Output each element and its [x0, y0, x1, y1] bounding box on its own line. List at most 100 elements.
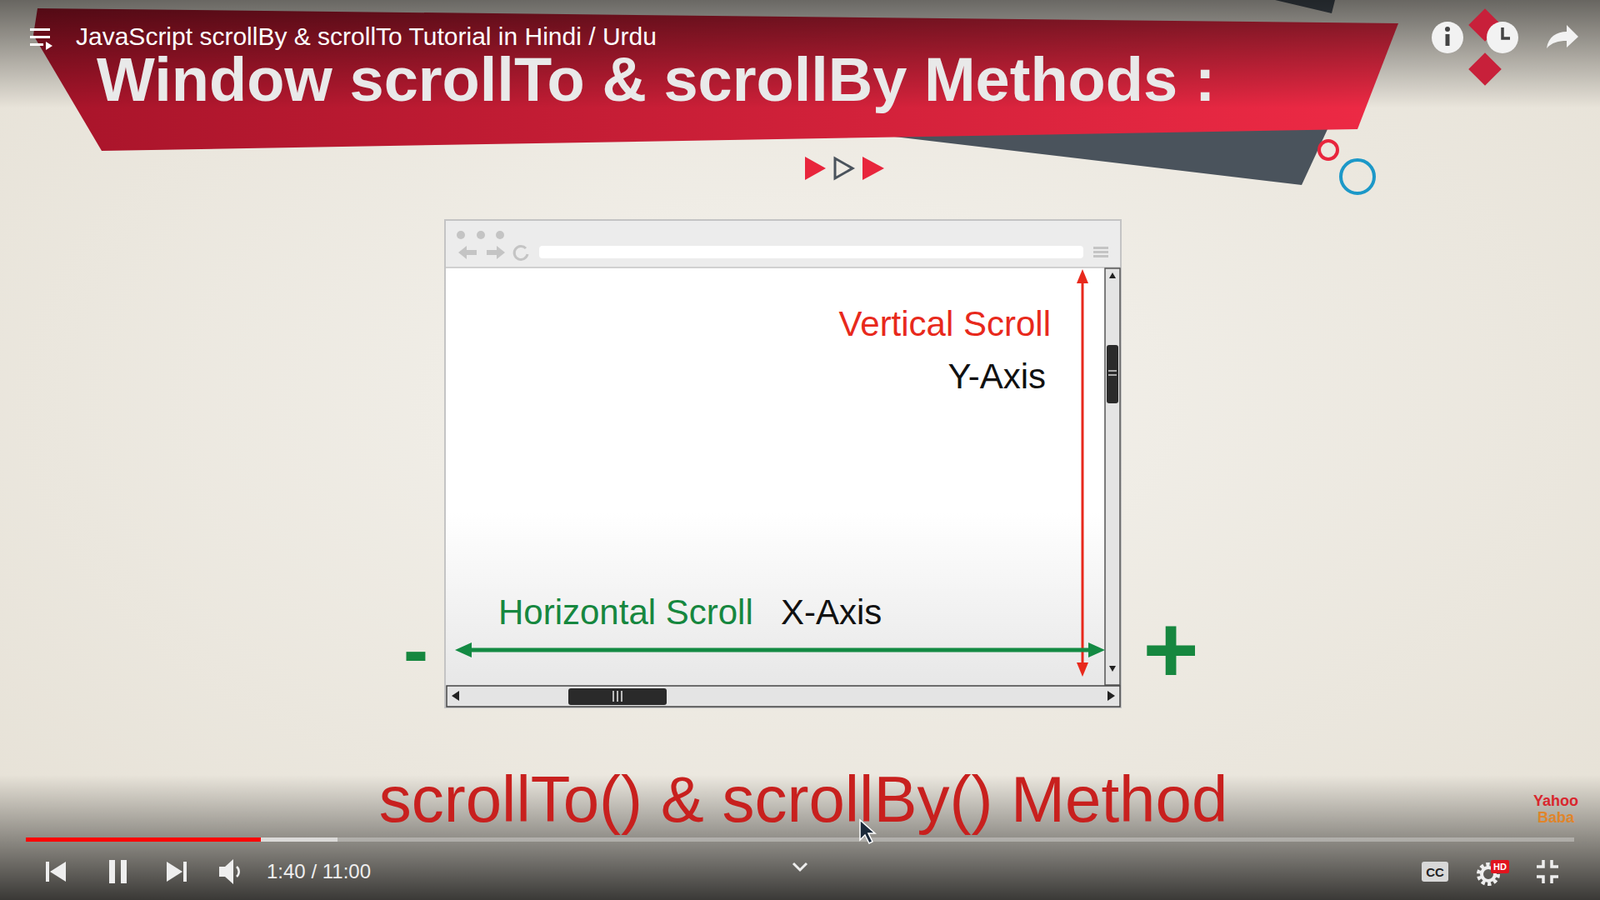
plus-sign: +	[1142, 601, 1199, 698]
exit-fullscreen-icon	[1536, 860, 1559, 884]
video-title-holder: JavaScript scrollBy & scrollTo Tutorial …	[75, 24, 657, 50]
arrow-triangle	[862, 156, 885, 180]
watermark-holder: Yahoo	[1533, 793, 1579, 809]
deco-circle	[1319, 140, 1338, 160]
icon-line	[30, 35, 50, 39]
icon-bar	[183, 861, 187, 882]
axis-label: Horizontal Scroll	[498, 595, 754, 630]
menu-line	[1093, 255, 1109, 258]
window-dot	[495, 230, 505, 240]
browser-frame	[445, 220, 1121, 708]
hd-label: HD	[1493, 862, 1507, 872]
axis-line	[466, 648, 1094, 653]
playlist-icon	[30, 28, 53, 50]
minus-sign-holder: -	[403, 612, 429, 688]
arrow-triangle	[805, 156, 826, 180]
corner	[1536, 860, 1544, 867]
diamond	[1468, 52, 1502, 86]
axis-label-holder: Vertical Scroll	[839, 306, 1051, 342]
axis-label: Vertical Scroll	[839, 306, 1051, 342]
time-display-holder: 1:40 / 11:00	[266, 861, 371, 882]
deco-circle	[1340, 160, 1375, 194]
corner	[1551, 876, 1559, 884]
play-arrows	[805, 156, 885, 180]
info-icon	[1431, 21, 1464, 54]
corner	[1536, 876, 1544, 884]
clock-hands	[1502, 27, 1510, 39]
hd-label-holder: HD	[1493, 862, 1507, 872]
menu-line	[1093, 250, 1109, 254]
scroll-up-arrow	[1109, 272, 1116, 279]
window-dot	[456, 230, 465, 240]
slide-title: Window scrollTo & scrollBy Methods :	[96, 49, 1215, 111]
settings-icon	[1479, 860, 1510, 884]
thumb-grip	[1108, 374, 1117, 376]
watermark: Yahoo	[1533, 793, 1579, 809]
watermark-holder: Baba	[1537, 810, 1575, 825]
progress-track	[25, 837, 1575, 842]
cc-label-holder: CC	[1425, 865, 1445, 879]
browser-toolbar	[445, 220, 1120, 268]
icon-triangle	[45, 41, 53, 50]
share-icon	[1546, 25, 1579, 49]
next-button	[166, 861, 187, 882]
plus-sign-holder: +	[1142, 601, 1199, 698]
icon-stem	[1445, 34, 1450, 46]
scroll-left-arrow	[451, 690, 460, 701]
icon-triangle	[166, 861, 183, 882]
axis-name: X-Axis	[780, 595, 882, 630]
thumb-grip	[620, 690, 623, 702]
arrow-head	[455, 642, 472, 658]
cc-label: CC	[1425, 865, 1445, 879]
previous-button	[45, 861, 66, 882]
horizontal-axis-arrow	[455, 642, 1105, 658]
browser-window	[445, 220, 1121, 708]
progress-buffer	[25, 837, 338, 842]
icon-circle	[1431, 21, 1464, 54]
horizontal-scrollbar	[446, 685, 1120, 707]
slide-caption-holder: scrollTo() & scrollBy() Method	[379, 766, 1229, 832]
vertical-axis-arrow	[1076, 269, 1089, 677]
icon-circle	[1486, 21, 1519, 54]
pause-button	[109, 860, 127, 884]
minus-sign: -	[403, 612, 429, 688]
arrow-head	[1088, 642, 1105, 658]
arrow-head	[1076, 269, 1089, 284]
icon-line	[30, 43, 44, 46]
chevron-icon	[793, 863, 807, 870]
thumb-grip	[612, 690, 615, 702]
scroll-right-arrow	[1107, 690, 1115, 701]
time-display: 1:40 / 11:00	[266, 861, 371, 882]
menu-line	[1093, 246, 1109, 250]
vertical-scrollbar	[1105, 268, 1120, 685]
volume-icon	[219, 859, 234, 885]
icon-bar	[45, 861, 50, 882]
axis-line	[1081, 280, 1085, 666]
toolbar-rule	[445, 266, 1120, 269]
forward-arrow	[486, 245, 505, 260]
reload-icon	[514, 245, 528, 260]
icon-dot	[1445, 26, 1450, 32]
address-bar	[539, 245, 1084, 259]
corner	[1551, 860, 1559, 867]
watermark: Baba	[1537, 810, 1575, 825]
clock-icon	[1486, 21, 1519, 54]
axis-name: Y-Axis	[948, 359, 1047, 395]
vertical-thumb	[1106, 345, 1119, 404]
back-arrow	[458, 245, 477, 260]
cc-icon	[1421, 861, 1449, 882]
hd-badge	[1490, 860, 1510, 874]
icon-line	[30, 28, 50, 31]
arrow-triangle	[835, 158, 853, 179]
icon-bar	[109, 860, 115, 884]
axis-label-holder: Horizontal Scroll	[498, 595, 754, 630]
window-dot	[476, 230, 485, 240]
thumb-grip	[1108, 370, 1117, 372]
thumb-grip	[616, 690, 619, 702]
progress-played	[25, 837, 261, 842]
slide-caption: scrollTo() & scrollBy() Method	[379, 766, 1229, 832]
